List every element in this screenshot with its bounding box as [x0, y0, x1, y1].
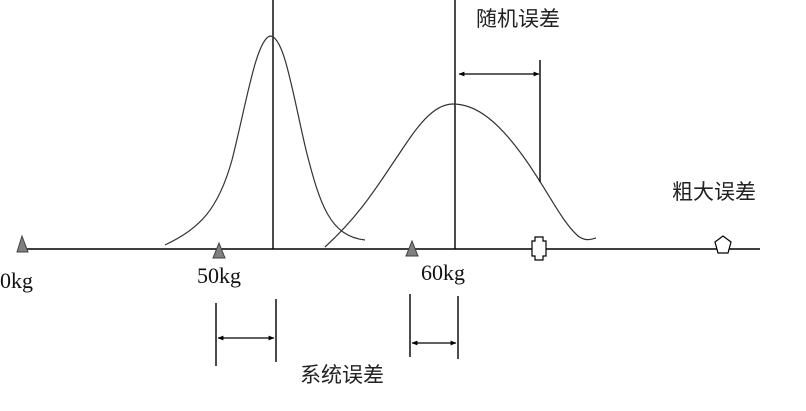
label-50kg: 50kg: [197, 263, 241, 288]
triangle-marker-0kg: [16, 234, 29, 253]
label-60kg: 60kg: [421, 260, 465, 285]
triangle-marker-50kg: [212, 241, 226, 259]
random-error-label: 随机误差: [476, 7, 560, 31]
triangle-marker-60kg: [405, 239, 419, 257]
gross-error-label: 粗大误差: [672, 180, 756, 204]
rounded-cross-marker: [531, 236, 547, 261]
pentagon-marker: [714, 235, 732, 254]
narrow-distribution-curve: [164, 35, 366, 246]
label-0kg: 0kg: [0, 268, 33, 293]
wide-distribution-curve: [324, 103, 597, 248]
systematic-error-label: 系统误差: [300, 363, 384, 387]
